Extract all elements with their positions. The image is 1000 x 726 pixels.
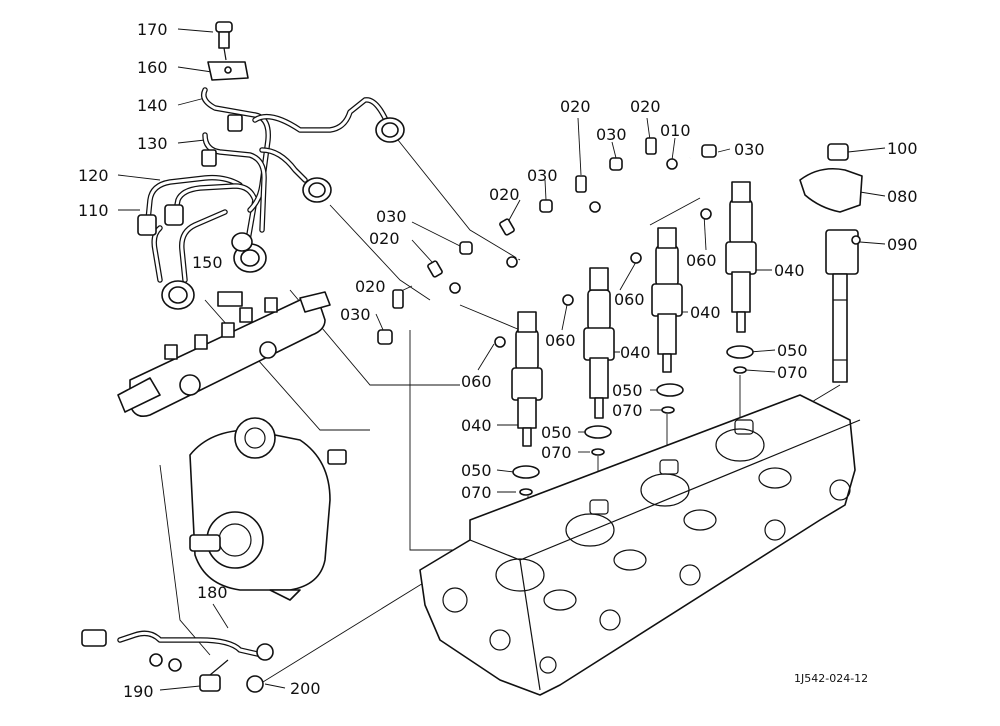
callout-010: 010: [660, 121, 691, 140]
callout-100: 100: [887, 139, 918, 158]
callout-030: 030: [340, 305, 371, 324]
leak-off-pipe: [409, 156, 691, 322]
callout-070: 070: [777, 363, 808, 382]
callout-040: 040: [620, 343, 651, 362]
injector-clamp: [799, 143, 863, 383]
callout-040: 040: [690, 303, 721, 322]
callout-090: 090: [887, 235, 918, 254]
supply-pump: [189, 417, 347, 601]
callout-050: 050: [612, 381, 643, 400]
callout-020: 020: [630, 97, 661, 116]
callout-180: 180: [197, 583, 228, 602]
callout-070: 070: [461, 483, 492, 502]
callout-030: 030: [527, 166, 558, 185]
seals: [512, 345, 754, 496]
callout-200: 200: [290, 679, 321, 698]
injector-4: [700, 181, 757, 333]
injector-2: [562, 267, 615, 419]
callout-060: 060: [461, 372, 492, 391]
callout-130: 130: [137, 134, 168, 153]
injector-1: [494, 311, 543, 447]
callout-020: 020: [489, 185, 520, 204]
callout-050: 050: [461, 461, 492, 480]
callout-020: 020: [369, 229, 400, 248]
callout-150: 150: [192, 253, 223, 272]
callout-110: 110: [78, 201, 109, 220]
common-rail: [117, 291, 331, 418]
callout-030: 030: [734, 140, 765, 159]
callout-120: 120: [78, 166, 109, 185]
callout-labels: 170 160 140 130 120 110 150 020 030 030 …: [78, 20, 918, 701]
injection-pipes: [145, 87, 388, 283]
pipe-fittings-left: [137, 114, 405, 310]
callout-020: 020: [355, 277, 386, 296]
feed-pipe-assembly: [81, 629, 274, 693]
callout-050: 050: [541, 423, 572, 442]
cylinder-head: [419, 394, 861, 696]
callout-040: 040: [774, 261, 805, 280]
callout-190: 190: [123, 682, 154, 701]
pipe-clamp: [207, 21, 249, 81]
callout-060: 060: [545, 331, 576, 350]
callout-040: 040: [461, 416, 492, 435]
callout-020: 020: [560, 97, 591, 116]
callout-030: 030: [376, 207, 407, 226]
callout-030: 030: [596, 125, 627, 144]
drawing-code: 1J542-024-12: [794, 672, 868, 685]
callout-080: 080: [887, 187, 918, 206]
callout-050: 050: [777, 341, 808, 360]
callout-170: 170: [137, 20, 168, 39]
callout-070: 070: [541, 443, 572, 462]
injector-3: [630, 227, 683, 373]
callout-070: 070: [612, 401, 643, 420]
callout-060: 060: [686, 251, 717, 270]
banjo-bolts: [377, 137, 717, 345]
callout-160: 160: [137, 58, 168, 77]
callout-140: 140: [137, 96, 168, 115]
callout-060: 060: [614, 290, 645, 309]
